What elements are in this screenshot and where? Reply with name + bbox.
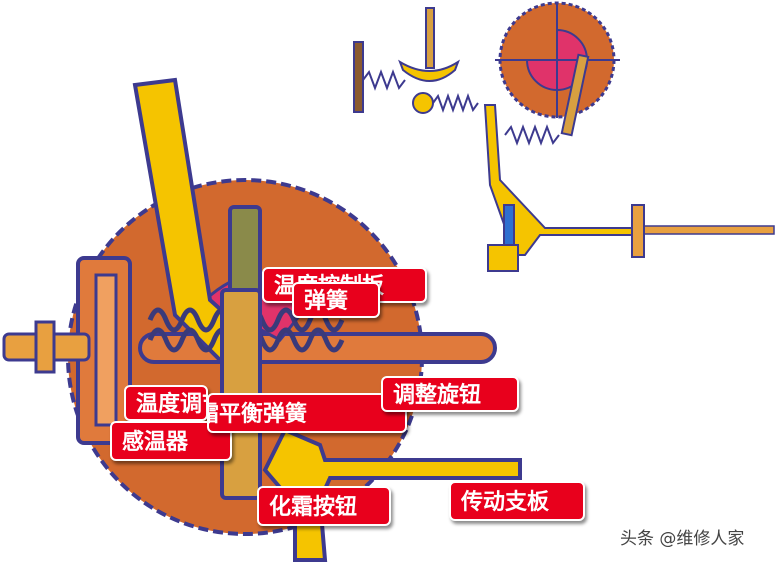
mini-post <box>425 7 435 69</box>
mini-pivot <box>412 92 434 114</box>
mini-yoke <box>398 59 460 82</box>
mini-wall <box>353 41 364 113</box>
label-sensor: 感温器 <box>110 421 232 461</box>
horizontal-rod <box>138 332 497 364</box>
watermark: 头条 @维修人家 <box>620 529 745 549</box>
label-spring: 弹簧 <box>292 282 380 318</box>
mini-shaft-disc <box>631 204 645 258</box>
mini-bar <box>560 53 590 137</box>
mini-spring-right <box>504 124 560 146</box>
left-shaft-collar <box>34 320 56 374</box>
label-drive-plate: 传动支板 <box>449 481 585 521</box>
mini-base <box>487 244 519 272</box>
label-defrost-balance-spring: 化霜平衡弹簧 <box>207 393 407 433</box>
mini-spring-mid <box>432 93 479 113</box>
label-defrost-button: 化霜按钮 <box>257 486 391 526</box>
label-adjust-knob: 调整旋钮 <box>381 376 519 412</box>
mini-spring-left <box>362 69 406 91</box>
label-temp-regulator: 温度调节 <box>124 385 208 421</box>
mini-shaft <box>639 225 775 235</box>
bellows-inner <box>94 273 118 427</box>
